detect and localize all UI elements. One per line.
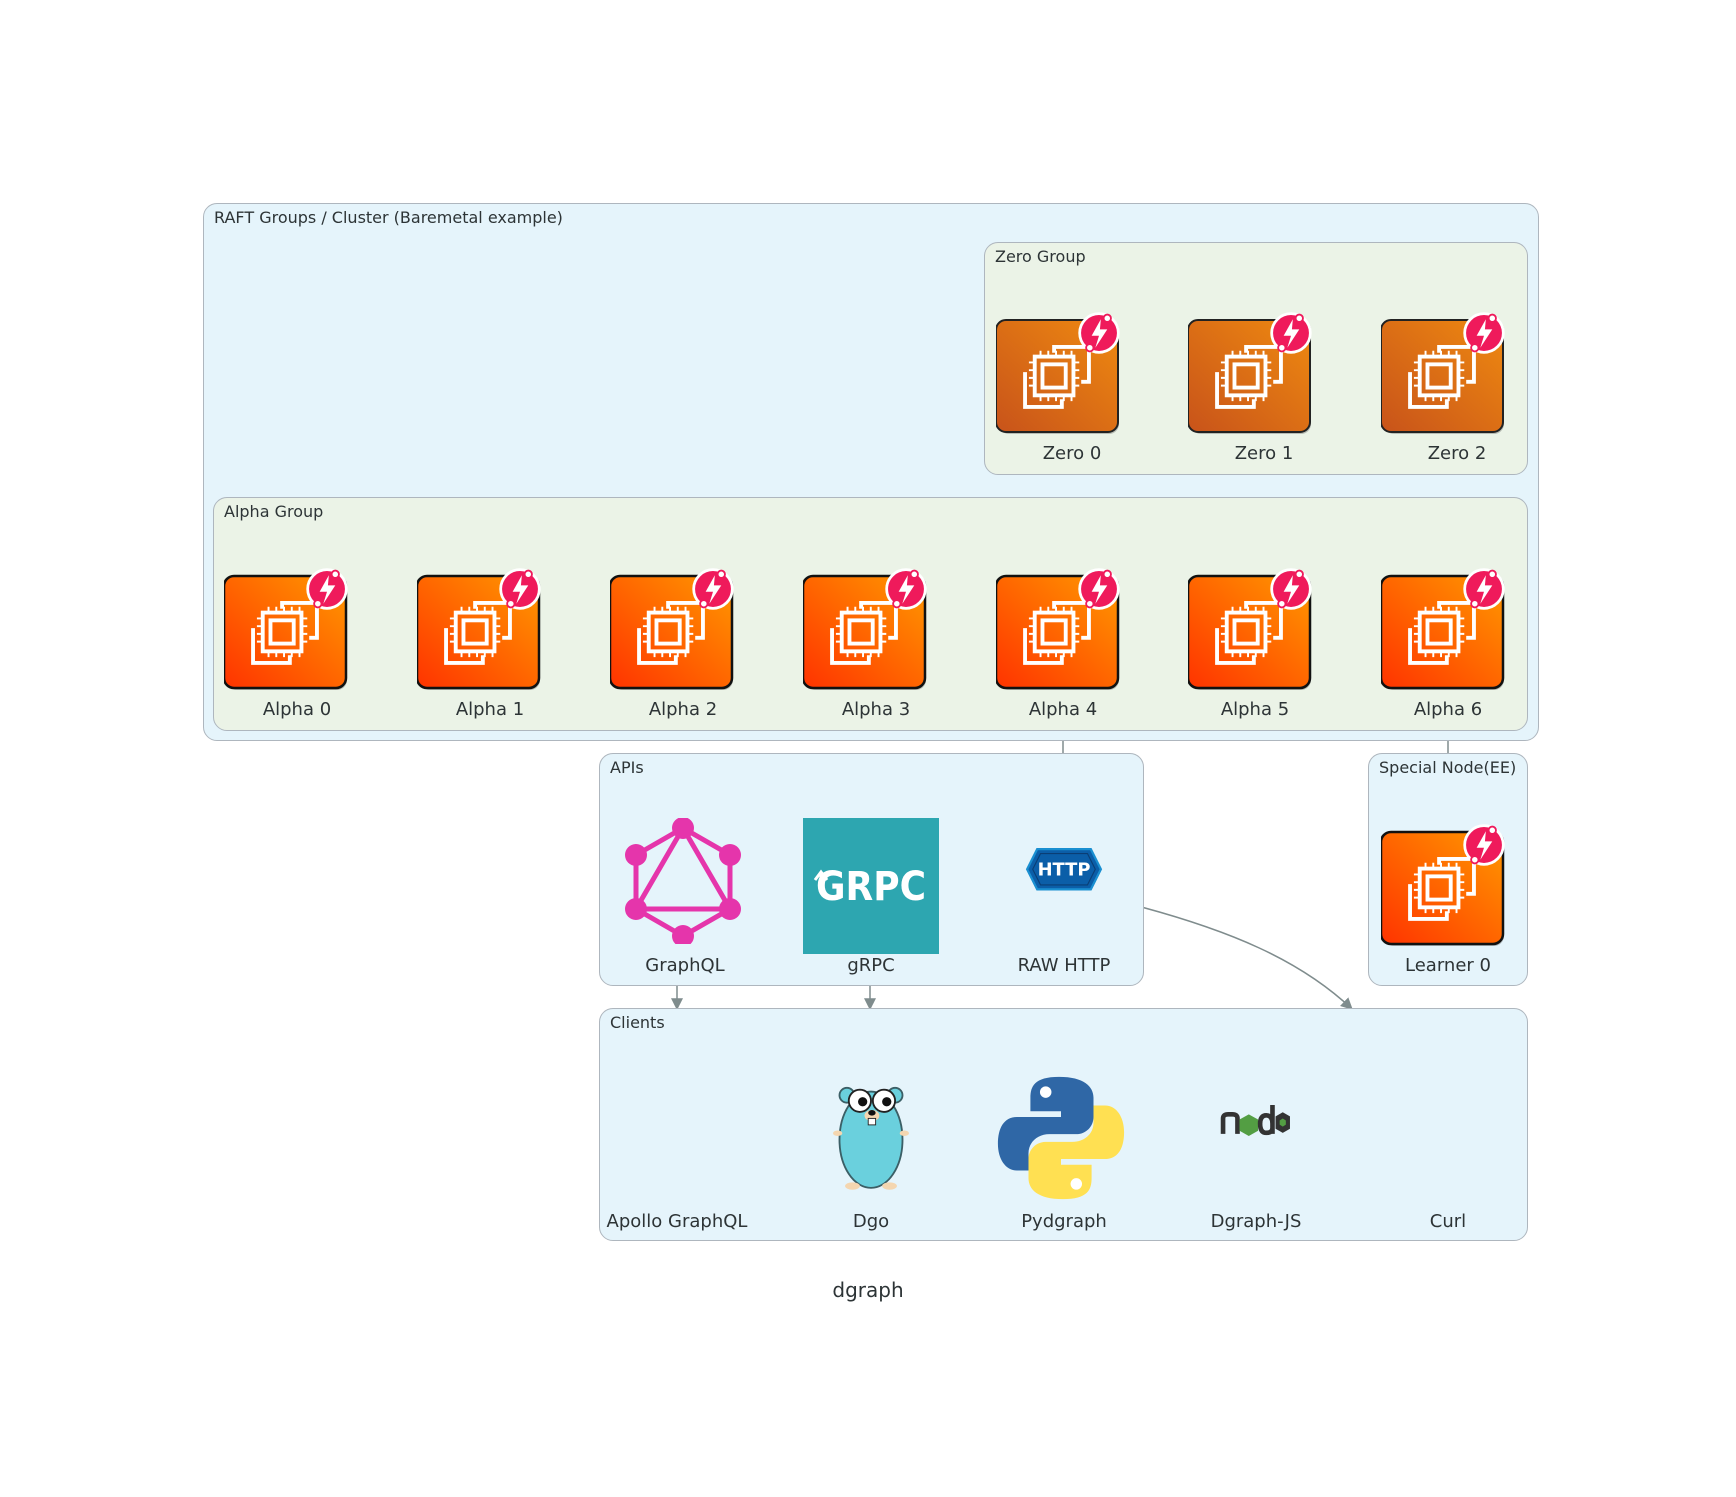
dgraph-badge-icon bbox=[1463, 568, 1505, 610]
alpha-node[interactable]: Alpha 4 bbox=[972, 566, 1132, 726]
ec2-instance-icon bbox=[996, 312, 1120, 434]
zero-group-label: Zero Group bbox=[995, 247, 1086, 266]
node-label: Dgraph-JS bbox=[1210, 1211, 1302, 1232]
node-label: Alpha 6 bbox=[1413, 699, 1483, 720]
graphql-icon bbox=[625, 818, 741, 944]
ec2-instance-icon bbox=[224, 568, 348, 690]
alpha-node[interactable]: Alpha 5 bbox=[1164, 566, 1324, 726]
raft-cluster-label: RAFT Groups / Cluster (Baremetal example… bbox=[214, 208, 563, 227]
http-icon: HTTP bbox=[1025, 848, 1103, 891]
node-label: Learner 0 bbox=[1405, 955, 1491, 976]
diagram-title: dgraph bbox=[832, 1278, 904, 1302]
node-label: GraphQL bbox=[645, 955, 725, 976]
node-label: Alpha 5 bbox=[1220, 699, 1290, 720]
node-label: Alpha 0 bbox=[262, 699, 332, 720]
node-label: Apollo GraphQL bbox=[606, 1211, 748, 1232]
ec2-instance-icon bbox=[1381, 824, 1505, 946]
clients-cluster-label: Clients bbox=[610, 1013, 665, 1032]
node-label: Alpha 1 bbox=[455, 699, 525, 720]
client-node-curl[interactable]: Curl bbox=[1366, 1073, 1526, 1233]
ec2-instance-icon bbox=[1188, 312, 1312, 434]
dgraph-badge-icon bbox=[1270, 568, 1312, 610]
api-node-graphql[interactable]: GraphQL bbox=[610, 818, 770, 978]
node-label: Zero 1 bbox=[1234, 443, 1294, 464]
ec2-instance-icon bbox=[1381, 568, 1505, 690]
ec2-instance-icon bbox=[996, 568, 1120, 690]
client-node-dgraph-js[interactable]: Dgraph-JS bbox=[1188, 1073, 1348, 1233]
alpha-node[interactable]: Alpha 0 bbox=[200, 566, 360, 726]
http-icon-text: HTTP bbox=[1038, 859, 1091, 880]
special-node-cluster-label: Special Node(EE) bbox=[1379, 758, 1517, 777]
alpha-node[interactable]: Alpha 3 bbox=[779, 566, 939, 726]
python-icon bbox=[997, 1076, 1125, 1200]
node-label: Alpha 4 bbox=[1028, 699, 1098, 720]
ec2-instance-icon bbox=[417, 568, 541, 690]
client-node-dgo[interactable]: Dgo bbox=[803, 1073, 963, 1233]
zero-node[interactable]: Zero 0 bbox=[972, 310, 1132, 470]
client-node-apollo[interactable]: Apollo GraphQL bbox=[590, 1073, 750, 1233]
dgraph-badge-icon bbox=[1463, 824, 1505, 866]
dgraph-badge-icon bbox=[1463, 312, 1505, 354]
dgraph-badge-icon bbox=[885, 568, 927, 610]
grpc-icon: GRPC bbox=[803, 818, 939, 954]
ec2-instance-icon bbox=[1188, 568, 1312, 690]
alpha-node[interactable]: Alpha 6 bbox=[1357, 566, 1517, 726]
dgraph-badge-icon bbox=[1078, 568, 1120, 610]
node-label: Curl bbox=[1429, 1211, 1467, 1232]
node-label: Zero 2 bbox=[1427, 443, 1487, 464]
edge-rawhttp-to-clients bbox=[1129, 903, 1353, 1010]
learner-node[interactable]: Learner 0 bbox=[1357, 822, 1517, 982]
dgraph-badge-icon bbox=[1270, 312, 1312, 354]
zero-node[interactable]: Zero 2 bbox=[1357, 310, 1517, 470]
node-label: Dgo bbox=[852, 1211, 890, 1232]
node-label: Zero 0 bbox=[1042, 443, 1102, 464]
alpha-node[interactable]: Alpha 1 bbox=[393, 566, 553, 726]
ec2-instance-icon bbox=[803, 568, 927, 690]
dgraph-badge-icon bbox=[306, 568, 348, 610]
alpha-group-label: Alpha Group bbox=[224, 502, 324, 521]
dgraph-badge-icon bbox=[499, 568, 541, 610]
node-label: Alpha 2 bbox=[648, 699, 718, 720]
node-label: Alpha 3 bbox=[841, 699, 911, 720]
dgraph-badge-icon bbox=[1078, 312, 1120, 354]
gopher-icon bbox=[833, 1086, 909, 1190]
nodejs-icon bbox=[1220, 1105, 1290, 1136]
ec2-instance-icon bbox=[610, 568, 734, 690]
ec2-instance-icon bbox=[1381, 312, 1505, 434]
grpc-icon-text: GRPC bbox=[816, 864, 926, 910]
api-node-grpc[interactable]: GRPC gRPC bbox=[803, 818, 963, 978]
node-label: gRPC bbox=[847, 955, 895, 976]
node-label: Pydgraph bbox=[1021, 1211, 1107, 1232]
alpha-node[interactable]: Alpha 2 bbox=[586, 566, 746, 726]
node-label: RAW HTTP bbox=[1017, 955, 1111, 976]
client-node-pydgraph[interactable]: Pydgraph bbox=[996, 1073, 1156, 1233]
dgraph-badge-icon bbox=[692, 568, 734, 610]
zero-node[interactable]: Zero 1 bbox=[1164, 310, 1324, 470]
apis-cluster-label: APIs bbox=[610, 758, 644, 777]
api-node-raw-http[interactable]: HTTP RAW HTTP bbox=[996, 818, 1156, 978]
